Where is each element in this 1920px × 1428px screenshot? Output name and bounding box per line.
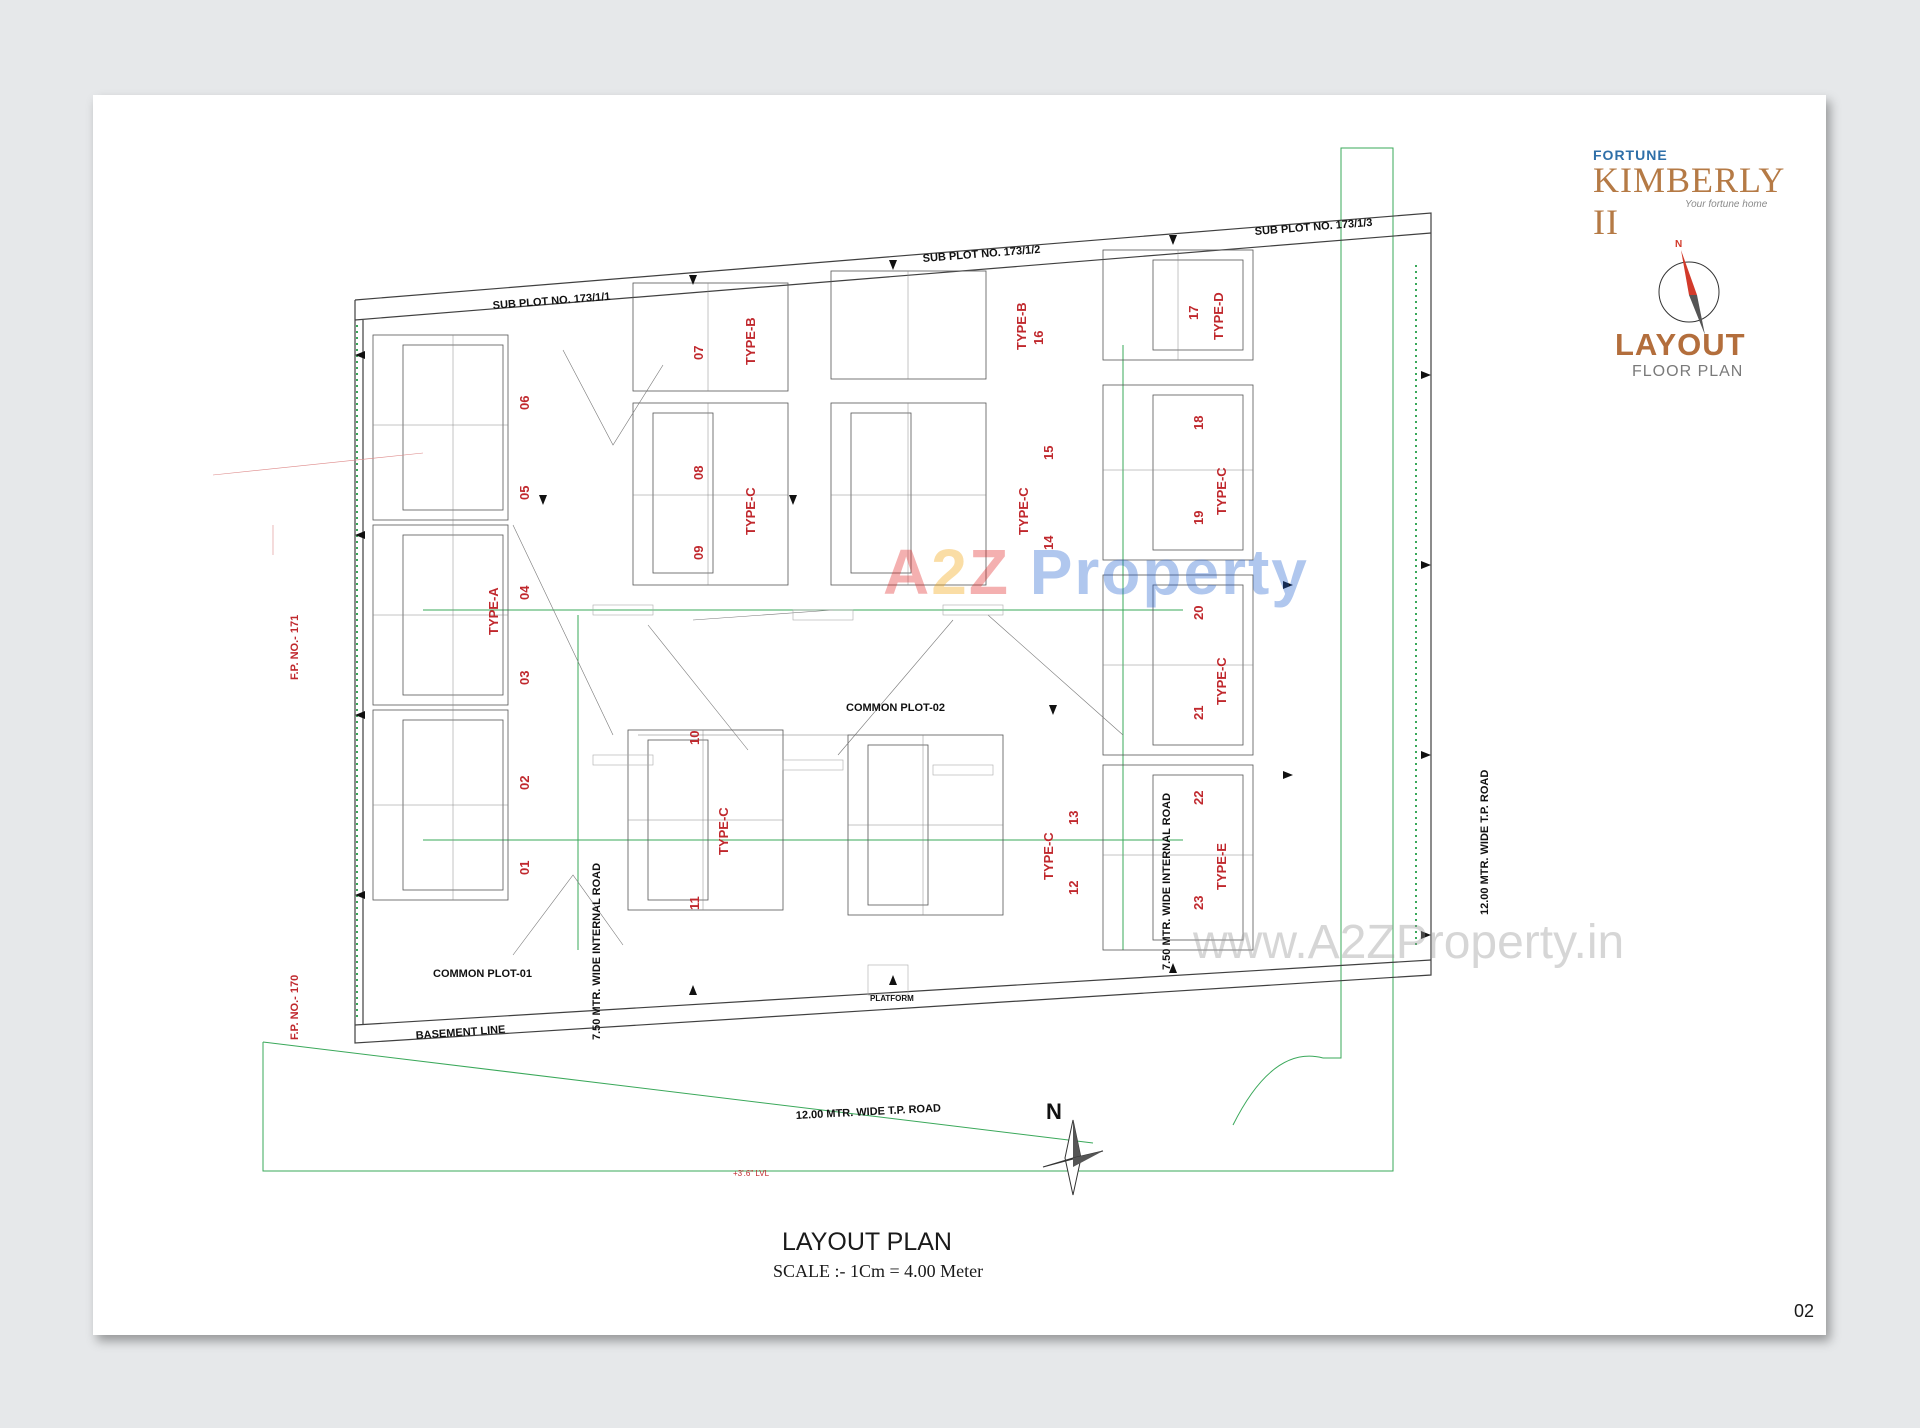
page-subtitle: FLOOR PLAN [1632,363,1744,380]
platform-label: PLATFORM [870,994,914,1003]
brand-name: KIMBERLY II [1593,160,1785,242]
unit-21-type-label: TYPE-C [1214,657,1229,705]
unit-02-label: 02 [517,776,532,790]
plan-title: LAYOUT PLAN [782,1228,952,1256]
unit-05-label: 05 [517,486,532,500]
unit-20-label: 20 [1191,606,1206,620]
unit-21-label: 21 [1191,706,1206,720]
unit-13-label: 13 [1066,811,1081,825]
unit-16-label: 16 [1031,331,1046,345]
unit-17-type-label: TYPE-D [1211,292,1226,340]
unit-07-type-label: TYPE-B [743,317,758,365]
common-plot-02-label: COMMON PLOT-02 [846,702,945,714]
unit-03-label: 03 [517,671,532,685]
unit-04-label: 04 [517,585,532,600]
unit-01-label: 01 [517,861,532,875]
unit-19-label: 19 [1191,511,1206,525]
level-label: +3'.6" LVL [733,1169,770,1178]
common-plot-01-label: COMMON PLOT-01 [433,968,532,980]
north-arrow-icon: N [1042,1099,1104,1196]
unit-19-type-label: TYPE-C [1214,467,1229,515]
url-watermark: www.A2ZProperty.in [1193,916,1625,969]
unit-09-label: 09 [691,546,706,560]
svg-text:N: N [1675,239,1682,250]
sub-plot-173-1-3-label: SUB PLOT NO. 173/1/3 [1254,217,1373,238]
unit-14-type-label: TYPE-C [1016,487,1031,535]
watermark-a: A [883,536,932,608]
internal-road-right-label: 7.50 MTR. WIDE INTERNAL ROAD [1161,793,1173,970]
unit-11-label: 11 [687,896,702,910]
page-number: 02 [1794,1301,1815,1321]
sub-plot-173-1-2-label: SUB PLOT NO. 173/1/2 [922,244,1041,265]
page-title: LAYOUT [1615,327,1746,362]
fp-170-label: F.P. NO.- 170 [289,975,301,1040]
brand-tagline: Your fortune home [1685,199,1768,210]
brochure-sheet: SUB PLOT NO. 173/1/1 SUB PLOT NO. 173/1/… [93,95,1826,1335]
unit-12-label: 12 [1066,881,1081,895]
unit-22-label: 22 [1191,791,1206,805]
compass-icon: N [1658,239,1720,335]
watermark-2: 2 [931,536,969,608]
fortune-kimberly-logo: FORTUNE KIMBERLY II Your fortune home [1593,147,1793,242]
unit-04-type-label: TYPE-A [486,587,501,635]
unit-11-type-label: TYPE-C [716,807,731,855]
watermark-z: Z [968,536,1010,608]
unit-07-label: 07 [691,346,706,360]
unit-10-label: 10 [687,731,702,745]
basement-line-label: BASEMENT LINE [415,1024,505,1042]
internal-road-left-label: 7.50 MTR. WIDE INTERNAL ROAD [591,863,603,1040]
north-label: N [1046,1099,1062,1124]
sub-plot-173-1-1-label: SUB PLOT NO. 173/1/1 [492,291,611,312]
brand-top: FORTUNE [1593,147,1668,163]
unit-16-type-label: TYPE-B [1014,302,1029,350]
fp-171-label: F.P. NO.- 171 [289,615,301,680]
unit-08-type-label: TYPE-C [743,487,758,535]
unit-18-label: 18 [1191,416,1206,430]
a2z-property-watermark: A2Z Property [883,535,1309,609]
unit-23-label: 23 [1191,896,1206,910]
unit-23-type-label: TYPE-E [1214,843,1229,890]
plan-scale: SCALE :- 1Cm = 4.00 Meter [773,1261,984,1281]
unit-14-label: 14 [1041,535,1056,550]
unit-12-type-label: TYPE-C [1041,832,1056,880]
site-layout-plan: SUB PLOT NO. 173/1/1 SUB PLOT NO. 173/1/… [212,147,1720,1196]
unit-17-label: 17 [1186,306,1201,320]
road-right-label: 12.00 MTR. WIDE T.P. ROAD [1479,770,1491,915]
unit-06-label: 06 [517,396,532,410]
unit-15-label: 15 [1041,446,1056,460]
watermark-property: Property [1009,536,1309,608]
unit-08-label: 08 [691,466,706,480]
road-bottom-label: 12.00 MTR. WIDE T.P. ROAD [796,1102,942,1122]
